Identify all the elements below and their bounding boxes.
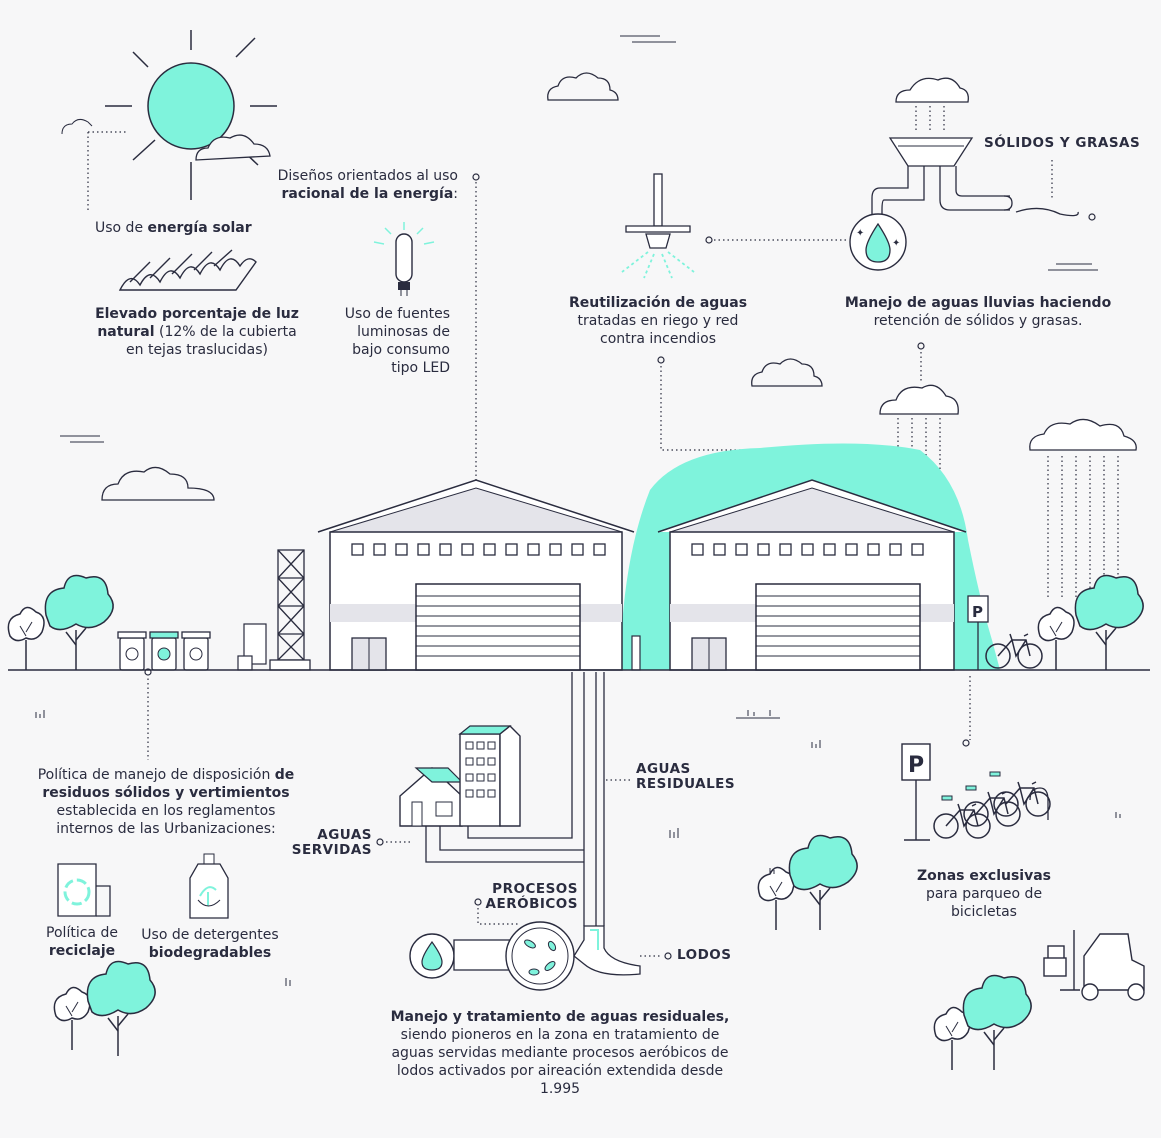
rain-filter-icon: ✦ ✦: [849, 77, 1079, 271]
detergent-bottle-icon: [189, 853, 229, 919]
label-tratamiento: Manejo y tratamiento de aguas residuales…: [390, 1009, 730, 1097]
forklift-icon: [1043, 930, 1145, 1001]
label-luz-natural: Elevado porcentaje de luz natural (12% d…: [95, 306, 299, 358]
svg-text:✦: ✦: [856, 228, 864, 239]
bike-parking-icon: P: [901, 743, 1051, 841]
label-solidos-grasas: SÓLIDOS Y GRASAS: [984, 135, 1141, 151]
label-led: Uso de fuentes luminosas de bajo consumo…: [344, 306, 450, 376]
recycling-document-icon: [57, 863, 111, 917]
label-residuos: Política de manejo de disposición de res…: [37, 767, 295, 837]
label-aguas-servidas: AGUAS SERVIDAS: [291, 827, 372, 858]
label-lodos: LODOS: [677, 947, 732, 963]
sprinkler-icon: [621, 173, 695, 279]
parking-letter-bottom: P: [908, 753, 924, 778]
label-aguas-residuales: AGUAS RESIDUALES: [636, 761, 736, 792]
recycling-bins: [117, 631, 211, 671]
led-lamp-icon: [373, 222, 435, 296]
svg-text:✦: ✦: [892, 238, 900, 249]
label-energia-solar: Uso de energía solar: [95, 220, 252, 236]
tower-structure: [269, 549, 311, 671]
treatment-plant-icon: [409, 921, 641, 991]
parking-letter-top: P: [972, 603, 983, 621]
roof-tiles-icon: [118, 249, 257, 291]
label-energia-racional: Diseños orientados al uso racional de la…: [277, 168, 458, 202]
sun-icon: [105, 30, 277, 200]
label-reciclaje: Política de reciclaje: [46, 925, 118, 959]
house-building-icon: [399, 725, 521, 827]
warehouse-left: [317, 479, 635, 671]
label-procesos-aerobicos: PROCESOS AERÓBICOS: [485, 881, 578, 912]
label-detergentes: Uso de detergentes biodegradables: [141, 927, 279, 961]
label-zonas-bicicletas: Zonas exclusivas para parqueo de bicicle…: [916, 868, 1052, 920]
